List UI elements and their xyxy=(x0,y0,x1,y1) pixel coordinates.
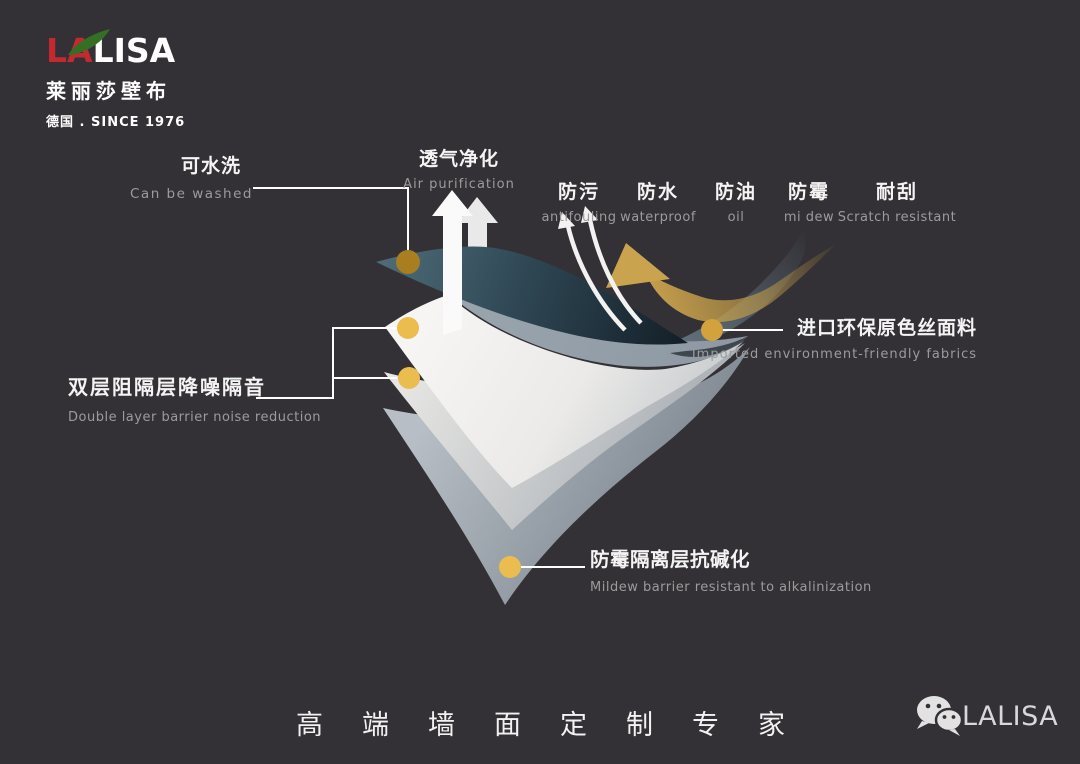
feature-oil-en: oil xyxy=(727,210,745,225)
layer-2-gray xyxy=(436,282,748,367)
label-imported-zh: 进口环保原色丝面料 xyxy=(796,317,977,339)
feature-oil: 防油 oil xyxy=(715,177,757,225)
layer-3-white xyxy=(385,295,744,488)
connector-washable xyxy=(253,187,409,250)
feature-mildew: 防霉 mi dew xyxy=(784,177,834,225)
feature-antifouling: 防污 antifouling xyxy=(542,177,617,225)
leaf-icon xyxy=(68,29,110,55)
antifouling-arrow-1 xyxy=(565,225,627,332)
label-imported-en: Imported environment-friendly fabrics xyxy=(691,347,977,362)
label-washable: 可水洗 Can be washed xyxy=(130,151,253,202)
label-noise-reduction: 双层阻隔层降噪隔音 Double layer barrier noise red… xyxy=(68,371,321,425)
label-mildew-en: Mildew barrier resistant to alkalinizati… xyxy=(590,580,872,595)
feature-scratch-en: Scratch resistant xyxy=(837,210,957,225)
antifouling-arrow-2 xyxy=(587,219,643,325)
footer-brand: LALISA xyxy=(962,701,1059,732)
gold-arrow-head xyxy=(606,243,670,288)
feature-mildew-en: mi dew xyxy=(783,210,835,225)
brand-since: 德国 . SINCE 1976 xyxy=(46,115,186,130)
brand-logo: LALISA 莱丽莎壁布 德国 . SINCE 1976 xyxy=(46,29,186,130)
connector-noise xyxy=(256,327,396,399)
dot-washable xyxy=(396,250,420,274)
label-noise-en: Double layer barrier noise reduction xyxy=(68,410,322,425)
label-imported-fabrics: 进口环保原色丝面料 Imported environment-friendly … xyxy=(692,313,977,362)
air-arrow-front xyxy=(432,190,473,335)
wechat-icon xyxy=(917,696,964,736)
dot-noise-2 xyxy=(398,367,420,389)
feature-waterproof: 防水 waterproof xyxy=(620,177,696,225)
brand-white-letters: LISA xyxy=(92,31,176,70)
label-noise-zh: 双层阻隔层降噪隔音 xyxy=(68,375,266,399)
label-mildew-barrier: 防霉隔离层抗碱化 Mildew barrier resistant to alk… xyxy=(590,543,872,595)
gold-arrow-body xyxy=(645,244,836,323)
label-mildew-zh: 防霉隔离层抗碱化 xyxy=(590,548,751,571)
feature-scratch-zh: 耐刮 xyxy=(875,181,919,203)
label-air-zh: 透气净化 xyxy=(418,148,500,170)
label-washable-zh: 可水洗 xyxy=(180,155,241,177)
label-air-en: Air purification xyxy=(403,177,515,192)
antifouling-arrow-2-head xyxy=(581,206,598,223)
feature-oil-zh: 防油 xyxy=(714,181,758,203)
feature-mildew-zh: 防霉 xyxy=(787,181,831,203)
dot-imported xyxy=(701,319,723,341)
brand-wordmark: LALISA xyxy=(46,29,185,70)
dot-mildew xyxy=(499,556,521,578)
feature-waterproof-en: waterproof xyxy=(620,210,696,225)
feature-waterproof-zh: 防水 xyxy=(636,181,679,203)
layer-2-underside xyxy=(670,336,748,357)
feature-scratch: 耐刮 Scratch resistant xyxy=(838,177,956,225)
label-washable-en: Can be washed xyxy=(130,186,253,202)
dot-noise-1 xyxy=(397,317,419,339)
antifouling-arrow-1-head xyxy=(558,212,575,229)
footer-slogan: 高端墙面定制专家 xyxy=(296,710,824,741)
feature-antifouling-zh: 防污 xyxy=(557,181,600,203)
feature-antifouling-en: antifouling xyxy=(541,210,617,225)
label-air-purification: 透气净化 Air purification xyxy=(403,144,515,192)
brand-chinese-name: 莱丽莎壁布 xyxy=(46,79,171,103)
